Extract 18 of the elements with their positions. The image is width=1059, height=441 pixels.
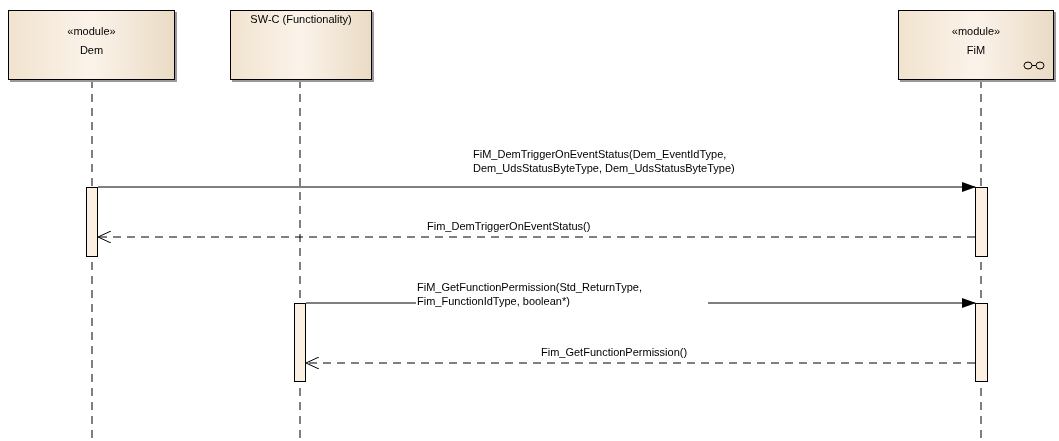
- activation-bar: [86, 187, 98, 257]
- activation-bar: [975, 187, 988, 257]
- lifeline-name: SW-C (Functionality): [249, 13, 353, 26]
- activation-bar: [294, 303, 306, 382]
- lifeline-header: [8, 10, 175, 80]
- message-arrow: [97, 182, 976, 192]
- stereotype-label: «module»: [950, 25, 1002, 38]
- lifeline-header: [230, 10, 372, 80]
- lifeline-header: [898, 10, 1054, 80]
- activation-bar: [975, 303, 988, 382]
- return-message-arrow: [97, 230, 976, 244]
- lifeline-name: FiM: [965, 44, 987, 57]
- message-label: FiM_GetFunctionPermission(Std_ReturnType, Fim_FunctionIdType, boolean*): [416, 280, 708, 308]
- message-label: Fim_GetFunctionPermission(): [540, 345, 689, 359]
- lifeline-name: Dem: [78, 44, 105, 57]
- return-message-arrow: [305, 356, 976, 370]
- message-label: Fim_DemTriggerOnEventStatus(): [426, 219, 592, 233]
- stereotype-label: «module»: [66, 25, 117, 38]
